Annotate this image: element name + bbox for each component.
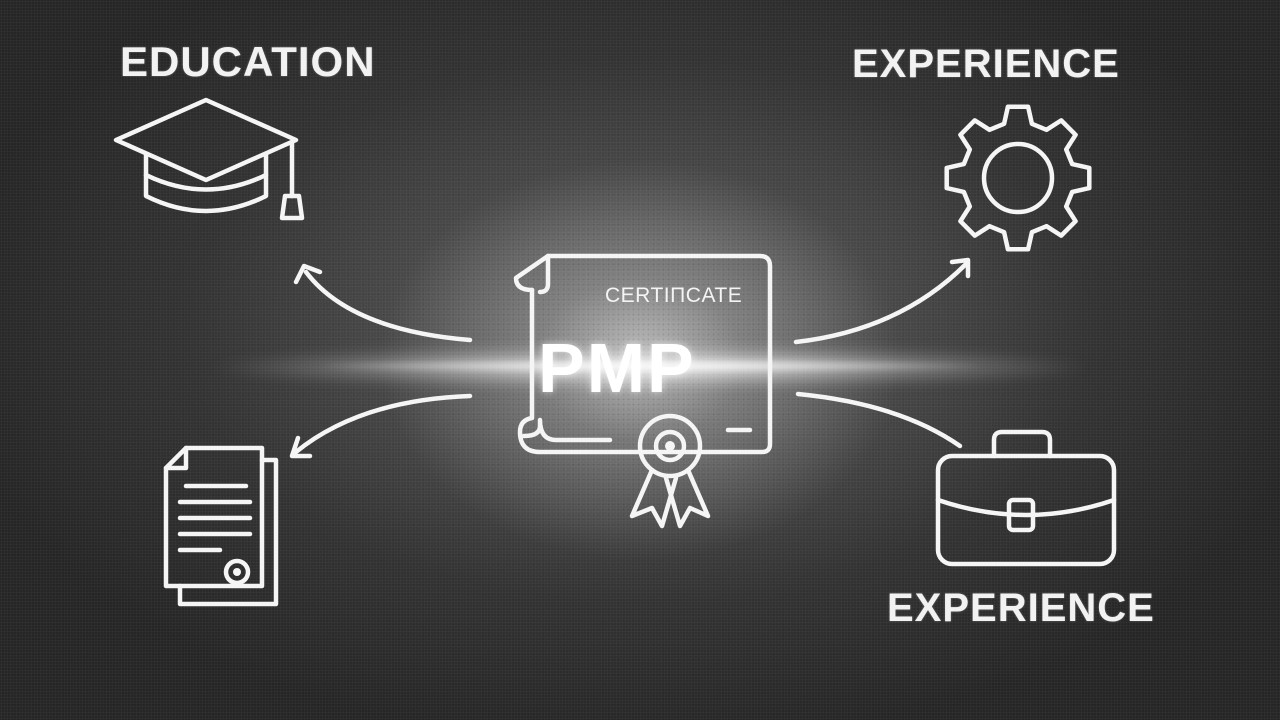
arrow-to-education <box>293 263 473 343</box>
arrow-to-document <box>289 393 473 459</box>
education-label: EDUCATION <box>120 38 376 85</box>
pmp-title: PMP <box>538 329 696 407</box>
experience-label-bottom: EXPERIENCE <box>887 586 1155 630</box>
arrow-to-gear <box>793 257 971 345</box>
award-ribbon-icon <box>629 413 711 529</box>
line-to-briefcase <box>795 391 963 449</box>
graduation-cap-icon <box>113 97 305 221</box>
document-icon <box>163 445 279 607</box>
gear-icon <box>944 104 1092 252</box>
light-streak-core <box>320 360 980 372</box>
certificate-title: CERTIΠCATE <box>605 284 743 307</box>
briefcase-icon <box>935 429 1117 567</box>
experience-label-top: EXPERIENCE <box>852 42 1120 86</box>
certificate-icon <box>513 253 773 455</box>
